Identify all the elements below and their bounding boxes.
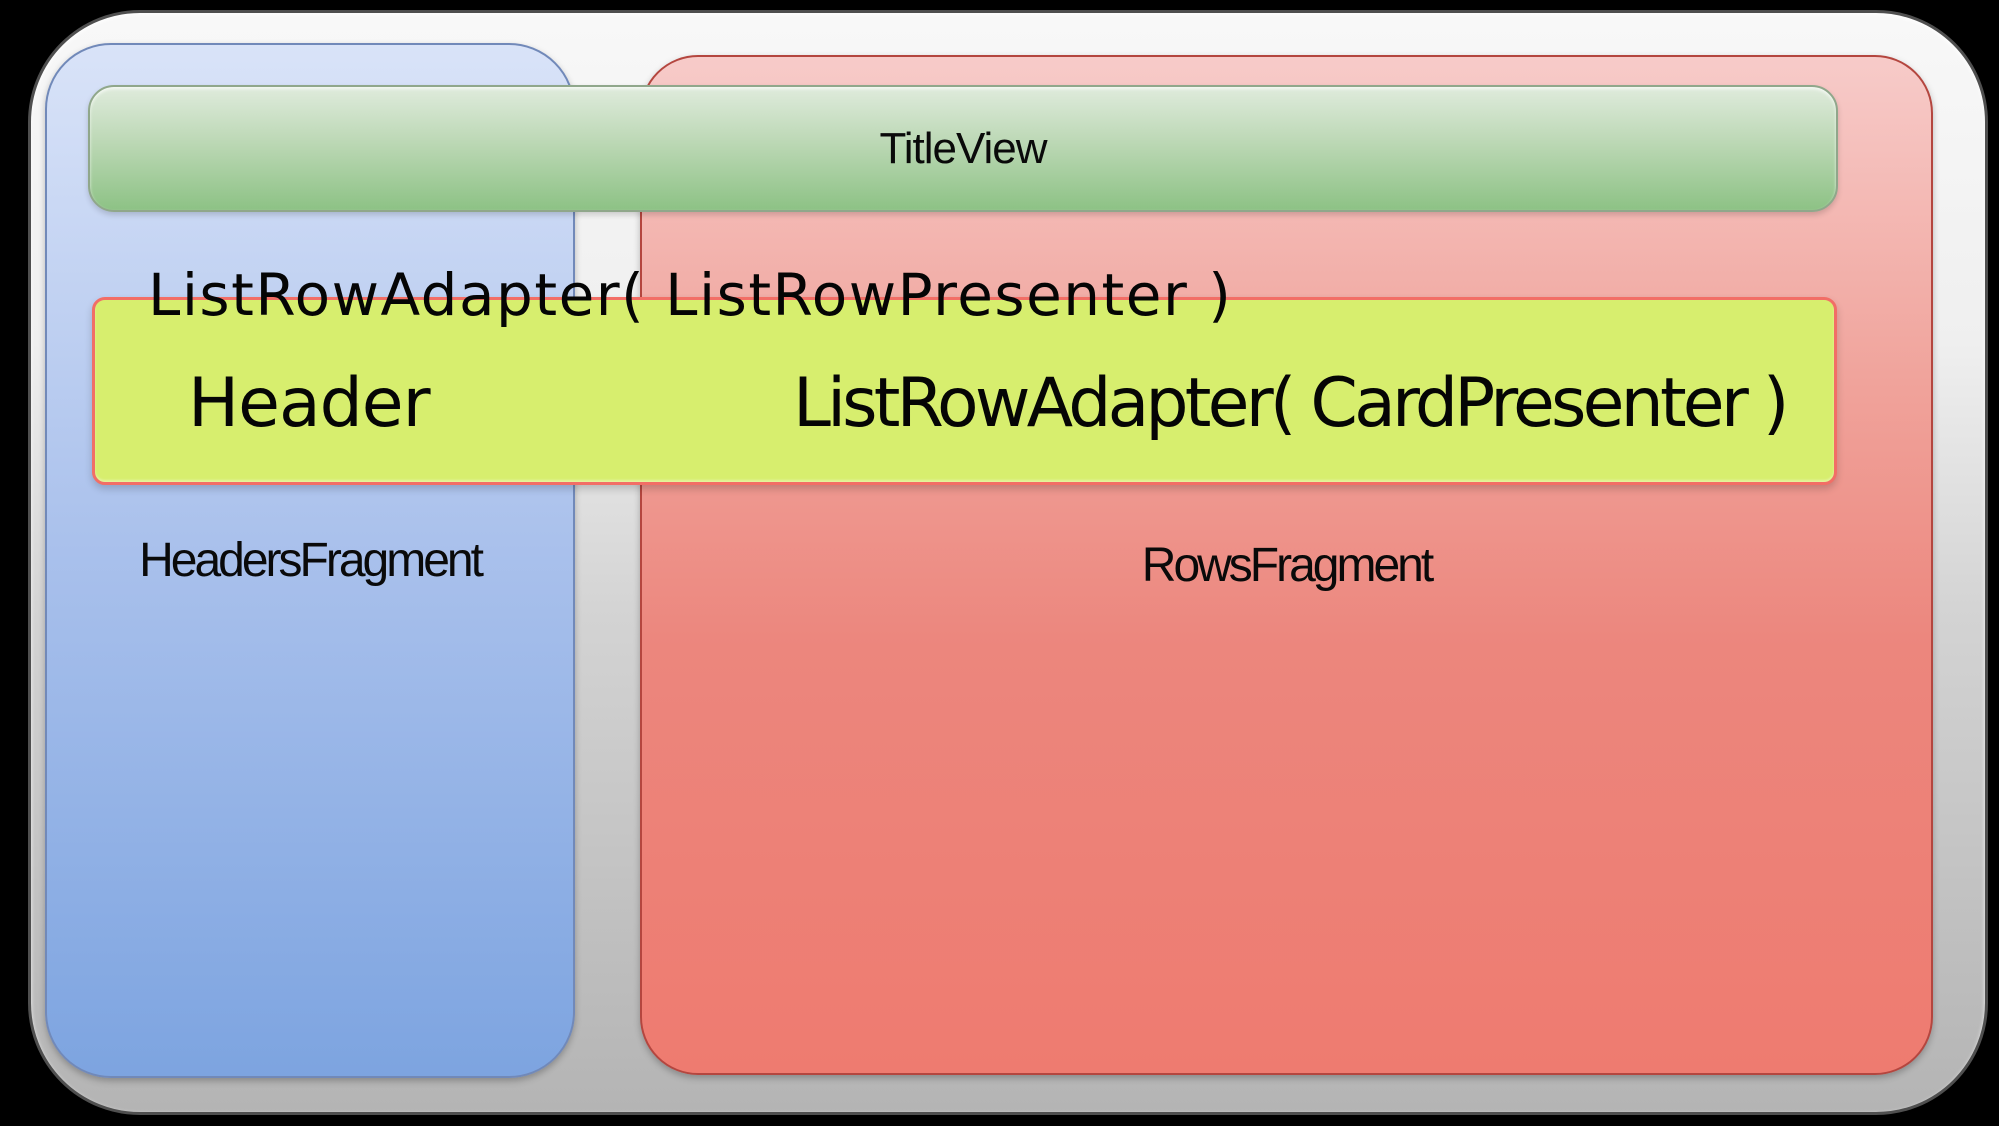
- headers-fragment-panel: HeadersFragment: [45, 43, 575, 1078]
- title-view-label: TitleView: [879, 123, 1047, 173]
- rows-fragment-panel: RowsFragment: [640, 55, 1933, 1075]
- rows-fragment-label: RowsFragment: [1141, 538, 1434, 592]
- list-row-adapter-presenter-annotation: ListRowAdapter( ListRowPresenter ): [148, 261, 1233, 329]
- header-label: Header: [188, 364, 431, 443]
- list-row-adapter-box: [92, 297, 1837, 485]
- title-view-bar: TitleView: [88, 85, 1838, 212]
- list-row-adapter-card-presenter-label: ListRowAdapter( CardPresenter ): [793, 364, 1789, 443]
- headers-fragment-label: HeadersFragment: [139, 534, 484, 587]
